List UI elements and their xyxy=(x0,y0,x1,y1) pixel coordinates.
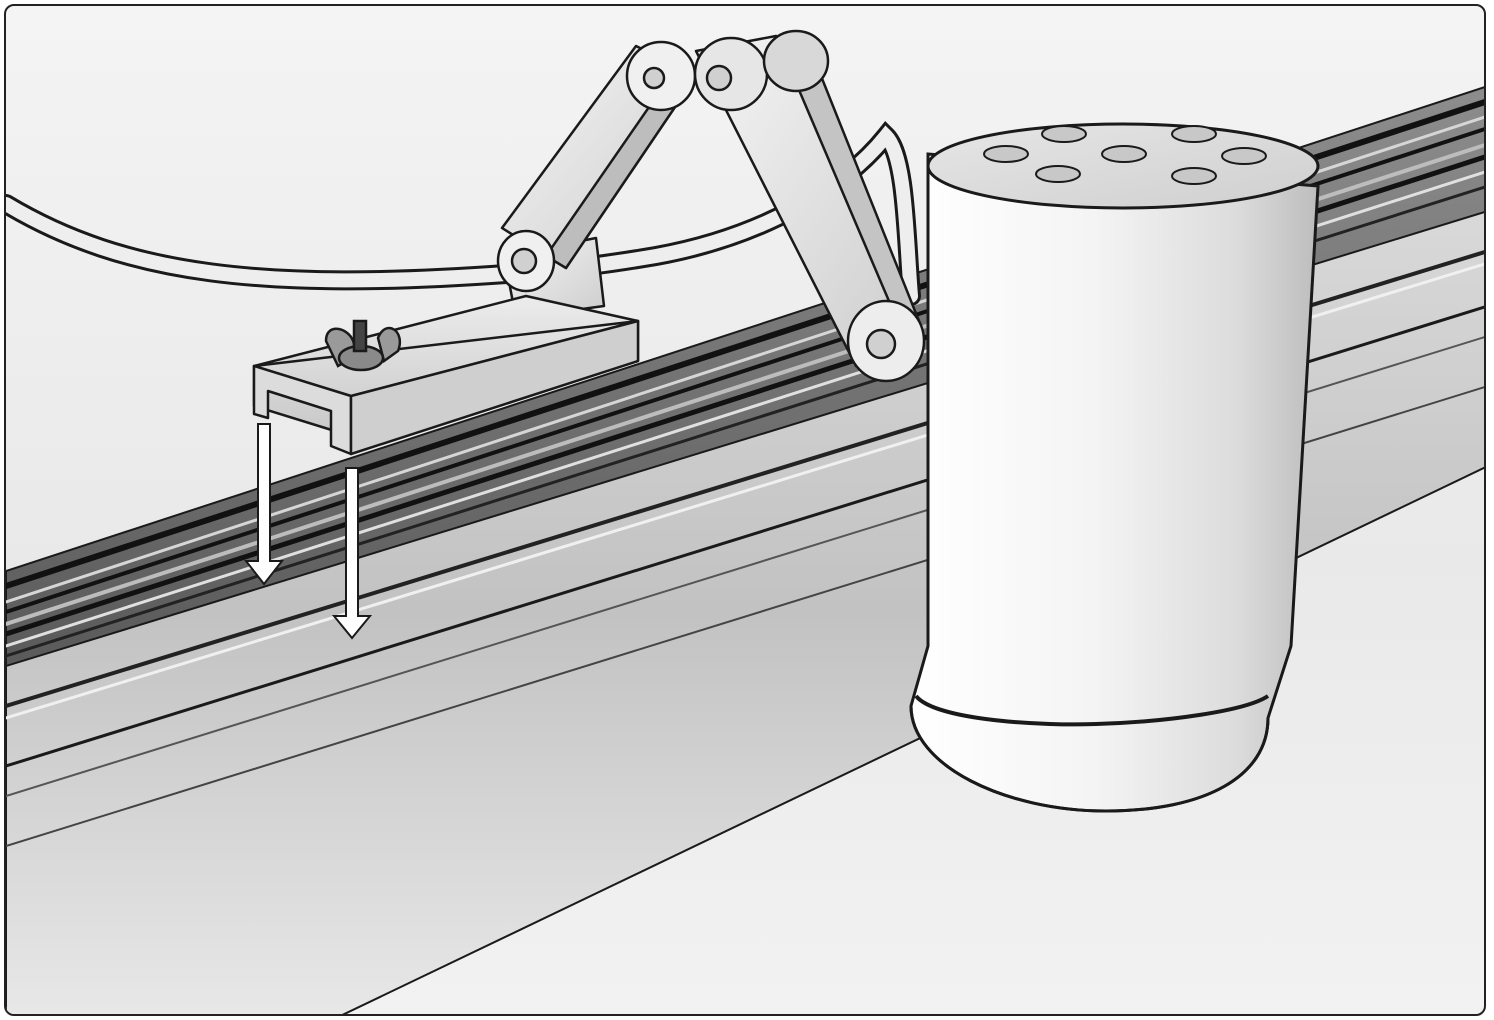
wing-nut xyxy=(324,319,401,372)
hex-bolt-icon xyxy=(510,64,897,360)
down-arrow-icon xyxy=(243,423,285,586)
illustration-frame xyxy=(4,4,1486,1016)
down-arrow-icon xyxy=(331,467,373,640)
cylinder-spotlight xyxy=(909,122,1320,813)
vent-hole-icon xyxy=(983,125,1267,185)
assembly-diagram xyxy=(6,29,1484,1014)
articulated-arm xyxy=(496,29,926,383)
mounting-clamp xyxy=(252,294,640,456)
